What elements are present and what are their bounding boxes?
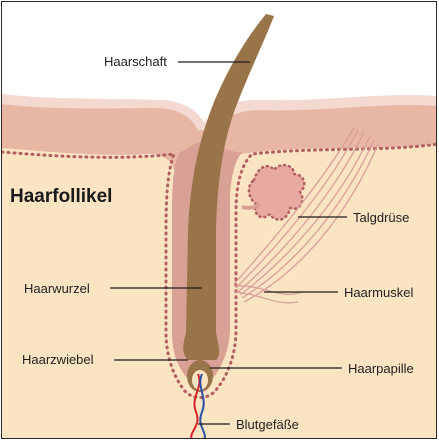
- label-haarwurzel: Haarwurzel: [24, 281, 90, 296]
- label-haarpapille: Haarpapille: [348, 361, 414, 376]
- label-haarmuskel: Haarmuskel: [344, 285, 413, 300]
- label-haarzwiebel: Haarzwiebel: [22, 352, 94, 367]
- diagram-title: Haarfollikel: [10, 186, 112, 207]
- label-haarschaft: Haarschaft: [104, 54, 167, 69]
- label-talgdruese: Talgdrüse: [353, 210, 409, 225]
- label-blutgefaesse: Blutgefäße: [236, 417, 299, 432]
